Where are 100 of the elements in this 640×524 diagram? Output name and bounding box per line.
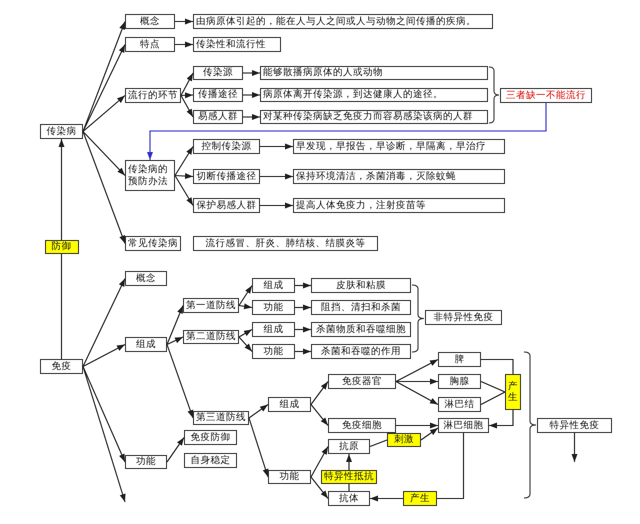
text-box: 免疫细胞 — [328, 418, 396, 433]
highlight-label: 产生 — [403, 491, 437, 506]
arrow — [396, 359, 438, 382]
text-box: 淋巴结 — [438, 397, 481, 412]
arrow — [260, 174, 293, 180]
text-box: 抗体 — [328, 491, 370, 506]
arrow — [82, 131, 126, 244]
arrow — [295, 326, 311, 332]
arrow — [243, 92, 260, 98]
arrow — [310, 404, 328, 426]
arrow — [489, 410, 514, 428]
arrow — [147, 103, 547, 160]
text-box: 功能 — [268, 470, 311, 484]
text-box: 流行的环节 — [125, 88, 181, 103]
text-box: 切断传播途径 — [193, 169, 260, 184]
arrow — [310, 446, 328, 478]
text-box: 胸腺 — [438, 374, 481, 389]
text-box: 传播途径 — [193, 88, 243, 102]
arrow — [260, 202, 293, 208]
text-box: 第三道防线 — [193, 411, 249, 425]
text-box: 概念 — [125, 271, 167, 286]
text-box: 淋巴细胞 — [438, 418, 489, 433]
connector-line — [480, 392, 506, 405]
text-box: 早发现，早报告，早诊断，早隔离，早治疗 — [293, 139, 505, 154]
connector-line — [370, 439, 388, 448]
text-box: 自身稳定 — [184, 453, 237, 468]
arrow — [260, 144, 293, 150]
highlight-label: 刺激 — [387, 433, 421, 447]
text-box: 免疫 — [40, 359, 83, 374]
arrow — [572, 433, 578, 462]
arrow — [82, 366, 126, 502]
text-box: 常见传染病 — [125, 236, 181, 251]
arrow — [166, 437, 184, 462]
text-box: 组成 — [125, 337, 167, 352]
text-box: 病原体离开传染源，到达健康人的途径。 — [260, 88, 488, 102]
arrow — [174, 173, 194, 180]
text-box: 组成 — [252, 278, 295, 293]
arrow — [180, 95, 194, 118]
text-box: 第一道防线 — [183, 298, 239, 313]
text-box: 功能 — [125, 455, 167, 469]
arrow — [310, 381, 328, 405]
arrow — [82, 278, 126, 367]
arrow — [174, 175, 194, 206]
connector-line — [481, 358, 514, 374]
arrow — [248, 418, 269, 478]
text-box: 保持环境清洁，杀菌消毒，灭除蚊蝇 — [293, 169, 505, 184]
text-box: 流行感冒、肝炎、肺结核、结膜炎等 — [193, 236, 378, 251]
arrow — [82, 44, 126, 132]
arrow — [166, 336, 184, 345]
text-box: 杀菌物质和吞噬细胞 — [311, 322, 411, 337]
arrow — [238, 285, 252, 306]
text-box: 特点 — [125, 37, 175, 52]
text-box: 组成 — [268, 397, 311, 412]
arrow — [180, 72, 194, 96]
arrow — [180, 92, 194, 98]
arrow — [248, 404, 268, 418]
text-box: 特异性免疫 — [537, 418, 612, 433]
highlight-label: 防御 — [44, 240, 78, 254]
arrow — [420, 428, 438, 440]
highlight-label: 特异性抵抗 — [321, 470, 377, 484]
arrow — [396, 422, 438, 428]
text-box: 功能 — [252, 344, 295, 359]
arrow — [82, 131, 126, 176]
arrow — [166, 305, 184, 345]
arrow — [82, 344, 126, 367]
arrow — [58, 139, 64, 240]
arrow — [396, 381, 438, 405]
arrow — [295, 282, 311, 288]
arrow — [346, 454, 352, 470]
arrow — [295, 304, 311, 310]
text-box: 非特异性免疫 — [425, 310, 502, 325]
text-box: 传染性和流行性 — [193, 37, 281, 52]
text-box: 传染病的预防办法 — [125, 160, 175, 191]
arrow — [310, 476, 328, 499]
text-box: 杀菌和吞噬的作用 — [311, 344, 411, 359]
text-box: 阻挡、清扫和杀菌 — [311, 300, 411, 315]
arrow — [243, 70, 260, 76]
arrow — [166, 344, 194, 418]
arrow — [175, 18, 193, 24]
text-box: 提高人体免疫力，注射疫苗等 — [293, 198, 505, 213]
text-box: 能够散播病原体的人或动物 — [260, 66, 488, 80]
arrow — [82, 95, 126, 132]
text-box: 传染源 — [193, 66, 243, 80]
arrow — [243, 114, 260, 120]
text-box: 功能 — [252, 300, 295, 315]
arrow — [370, 496, 403, 502]
connector-line — [348, 484, 350, 491]
connector-line — [60, 254, 62, 359]
text-box: 免疫器官 — [328, 374, 396, 389]
text-box: 控制传染源 — [193, 139, 260, 154]
arrow — [174, 146, 194, 176]
text-box: 由病原体引起的，能在人与人之间或人与动物之间传播的疾病。 — [193, 14, 493, 29]
arrow — [295, 348, 311, 354]
arrow — [175, 42, 193, 48]
text-box: 传染病 — [40, 124, 83, 139]
text-box: 保护易感人群 — [193, 198, 260, 213]
connector-line — [480, 381, 506, 392]
text-box: 对某种传染病缺乏免疫力而容易感染该病的人群 — [260, 110, 488, 124]
highlight-label: 产生 — [505, 374, 521, 410]
text-box: 概念 — [125, 14, 175, 29]
